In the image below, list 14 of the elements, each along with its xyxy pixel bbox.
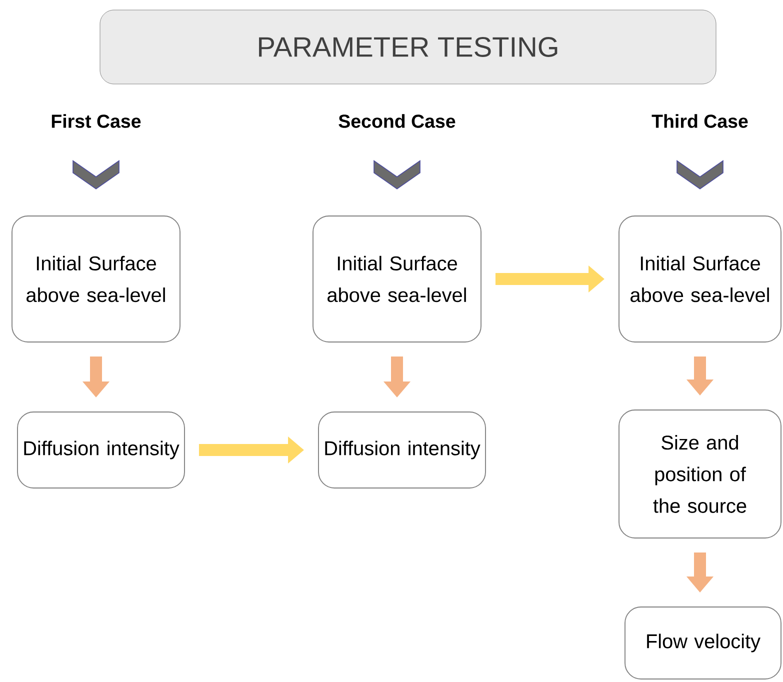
chevron-arrow <box>374 160 420 190</box>
process-box: Flow velocity <box>624 606 782 680</box>
process-box: Size and position of the source <box>618 410 782 538</box>
case-heading: Third Case <box>652 114 748 128</box>
process-box: Initial Surface above sea-level <box>618 216 782 342</box>
process-box: Diffusion intensity <box>17 412 185 488</box>
case-heading: Second Case <box>338 114 456 128</box>
chevron-arrow <box>676 160 724 190</box>
process-box: Initial Surface above sea-level <box>12 216 180 342</box>
title-box: PARAMETER TESTING <box>100 10 716 84</box>
case-heading: First Case <box>52 114 141 128</box>
chevron-arrow <box>72 160 120 190</box>
process-box: Diffusion intensity <box>318 412 486 488</box>
process-box: Initial Surface above sea-level <box>312 216 482 342</box>
